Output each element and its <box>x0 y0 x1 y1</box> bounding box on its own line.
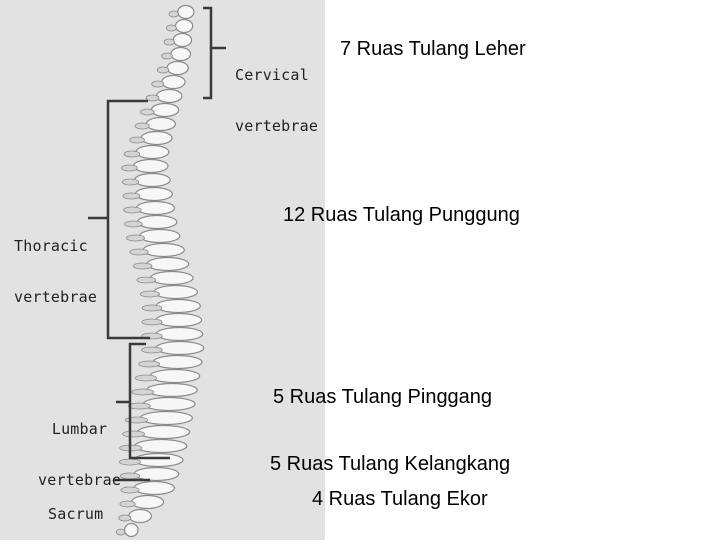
lumbar-label-line2: vertebrae <box>38 471 122 489</box>
vertebra-1 <box>174 18 194 34</box>
vertebra-process-29 <box>124 416 148 424</box>
vertebra-process-33 <box>119 472 141 480</box>
lumbar-label: Lumbar vertebrae <box>38 387 121 523</box>
vertebra-process-18 <box>132 262 153 270</box>
vertebra-process-3 <box>161 52 173 60</box>
vertebra-9 <box>140 130 173 146</box>
vertebra-4 <box>166 60 189 76</box>
vertebra-process-28 <box>127 402 151 410</box>
thoracic-label: Thoracic vertebrae <box>14 204 97 340</box>
vertebra-23 <box>155 326 204 342</box>
vertebra-process-37 <box>115 528 126 536</box>
vertebra-25 <box>152 354 203 370</box>
vertebra-8 <box>145 116 176 132</box>
vertebra-19 <box>149 270 194 286</box>
vertebra-process-22 <box>141 318 163 326</box>
vertebra-process-34 <box>120 486 140 494</box>
vertebra-process-8 <box>134 122 150 130</box>
vertebra-28 <box>142 396 196 412</box>
vertebra-process-6 <box>145 94 160 102</box>
caption-thoracic: 12 Ruas Tulang Punggung <box>283 204 520 226</box>
vertebra-16 <box>138 228 181 244</box>
vertebra-process-16 <box>126 234 146 242</box>
vertebra-26 <box>149 368 201 384</box>
vertebra-13 <box>134 186 173 202</box>
sacrum-label: Sacrum <box>48 472 103 557</box>
vertebra-process-19 <box>136 276 157 284</box>
vertebra-29 <box>139 410 193 426</box>
vertebra-2 <box>172 32 193 48</box>
vertebra-0 <box>177 4 195 20</box>
vertebra-10 <box>135 144 170 160</box>
vertebra-14 <box>135 200 176 216</box>
vertebra-process-15 <box>124 220 143 228</box>
vertebra-34 <box>133 480 176 496</box>
thoracic-label-line1: Thoracic <box>14 237 88 255</box>
vertebra-process-1 <box>165 24 177 32</box>
vertebra-15 <box>136 214 178 230</box>
spine-illustration <box>88 4 226 538</box>
vertebra-process-11 <box>120 164 138 172</box>
vertebra-11 <box>132 158 169 174</box>
vertebra-process-17 <box>129 248 149 256</box>
vertebra-33 <box>133 466 180 482</box>
vertebra-process-25 <box>138 360 161 368</box>
cervical-label: Cervical vertebrae <box>235 33 318 169</box>
vertebra-12 <box>133 172 171 188</box>
vertebra-36 <box>128 508 153 524</box>
vertebra-process-10 <box>123 150 141 158</box>
vertebra-process-14 <box>123 206 142 214</box>
cervical-label-line1: Cervical <box>235 66 309 84</box>
vertebra-35 <box>131 494 165 510</box>
thoracic-bracket <box>106 99 150 340</box>
vertebra-process-32 <box>119 458 142 466</box>
vertebra-process-2 <box>163 38 175 46</box>
vertebra-process-13 <box>122 192 141 200</box>
vertebra-18 <box>146 256 190 272</box>
caption-sacrum: 5 Ruas Tulang Kelangkang <box>270 453 511 475</box>
vertebra-21 <box>155 298 202 314</box>
vertebral-column <box>115 4 205 538</box>
vertebra-27 <box>146 382 198 398</box>
spine-diagram: Cervical vertebrae Thoracic vertebrae Lu… <box>0 0 720 540</box>
cervical-label-line2: vertebrae <box>235 117 319 135</box>
vertebra-process-30 <box>122 430 146 438</box>
vertebra-process-9 <box>129 136 145 144</box>
vertebra-30 <box>137 424 191 440</box>
vertebra-5 <box>161 74 186 90</box>
cervical-bracket <box>203 6 213 100</box>
vertebra-31 <box>134 438 188 454</box>
vertebra-7 <box>150 102 180 118</box>
vertebra-process-0 <box>168 10 179 18</box>
vertebra-3 <box>170 46 192 62</box>
thoracic-label-line2: vertebrae <box>14 288 98 306</box>
vertebra-6 <box>155 88 183 104</box>
vertebra-process-12 <box>121 178 140 186</box>
vertebra-process-36 <box>118 514 132 522</box>
vertebra-20 <box>153 284 199 300</box>
vertebra-process-7 <box>140 108 155 116</box>
sacrum-label-line1: Sacrum <box>48 505 104 523</box>
vertebra-process-21 <box>141 304 163 312</box>
vertebra-process-4 <box>156 66 170 74</box>
vertebra-process-20 <box>139 290 160 298</box>
vertebra-37 <box>124 522 139 538</box>
vertebra-process-24 <box>141 346 163 354</box>
caption-coccyx: 4 Ruas Tulang Ekor <box>312 488 488 510</box>
vertebra-process-35 <box>119 500 136 508</box>
caption-lumbar: 5 Ruas Tulang Pinggang <box>273 386 493 408</box>
vertebra-17 <box>142 242 185 258</box>
vertebra-24 <box>155 340 205 356</box>
vertebra-22 <box>155 312 203 328</box>
vertebra-process-5 <box>151 80 165 88</box>
caption-cervical: 7 Ruas Tulang Leher <box>340 38 526 60</box>
vertebra-process-26 <box>134 374 157 382</box>
vertebra-process-27 <box>131 388 155 396</box>
vertebra-32 <box>133 452 184 468</box>
caption-panel <box>325 0 720 540</box>
lumbar-label-line1: Lumbar <box>51 420 108 438</box>
